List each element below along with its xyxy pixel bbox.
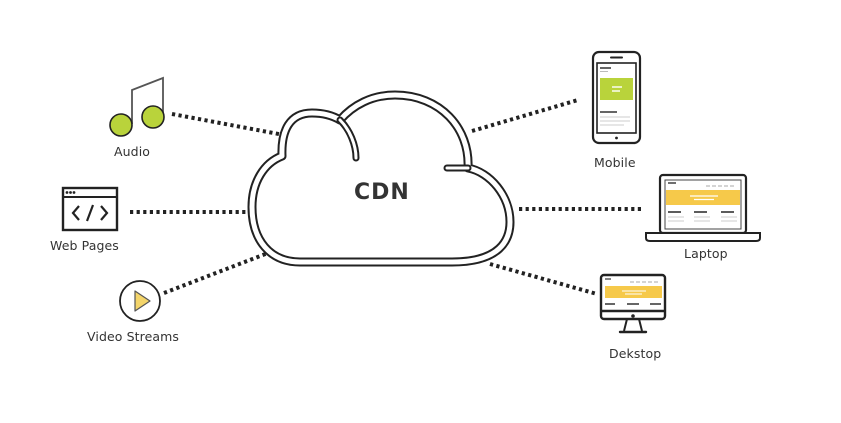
play-icon: [119, 280, 161, 322]
connector-mobile: [471, 98, 579, 133]
cdn-label: CDN: [354, 180, 410, 205]
laptop-icon: [645, 173, 761, 242]
mobile-phone-icon: [591, 50, 642, 145]
code-browser-icon: [61, 186, 119, 232]
music-note-icon: [109, 76, 165, 137]
connector-desktop: [489, 262, 598, 296]
device-label-mobile: Mobile: [594, 155, 636, 170]
source-label-video-streams: Video Streams: [87, 329, 180, 344]
connector-audio: [171, 112, 285, 137]
device-label-desktop: Dekstop: [609, 346, 662, 361]
connector-video-streams: [163, 251, 269, 295]
cdn-cloud-icon: [247, 90, 515, 267]
desktop-monitor-icon: [599, 273, 667, 334]
source-label-audio: Audio: [114, 144, 151, 159]
source-label-web-pages: Web Pages: [50, 238, 119, 253]
connectors: [130, 98, 644, 296]
device-label-laptop: Laptop: [684, 246, 728, 261]
